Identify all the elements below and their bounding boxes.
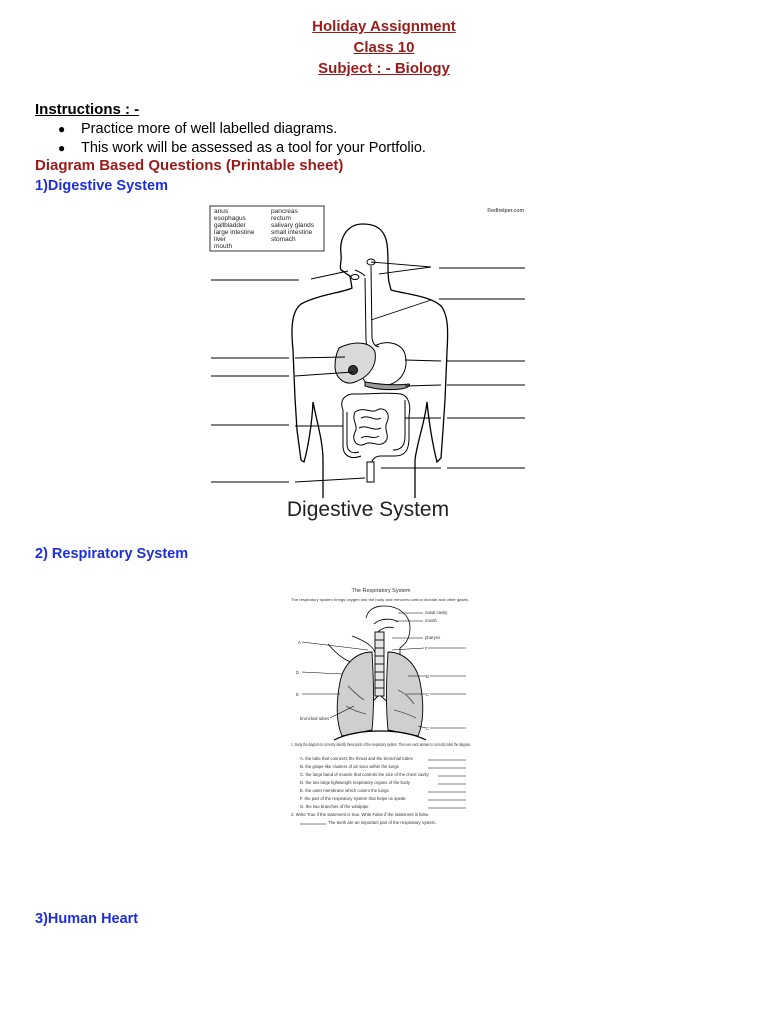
class-label: Class 10 [353,39,415,56]
label-nasal-cavity: nasal cavity [425,610,448,615]
question-item: F. the part of the respiratory system th… [300,796,406,801]
word-bank-item: esophagus [214,215,247,222]
label-pharynx: pharynx [425,635,441,640]
instruction-item: ●This work will be assessed as a tool fo… [58,140,426,156]
instructions-heading: Instructions : - [35,101,140,118]
assignment-title: Holiday Assignment [312,18,456,35]
label-g: C [426,692,429,697]
label-lines [211,261,525,483]
body-outline [291,223,449,498]
question-2-statement: The teeth are an important part of the r… [328,820,437,825]
label-d: D [296,670,299,675]
question-item: B. the grape-like clusters of air sacs w… [300,764,399,769]
question-1-text: 1. Study the diagram to correctly identi… [291,742,471,747]
respiratory-intro: The respiratory system brings oxygen int… [291,597,469,602]
subject-label: Subject : - Biology [318,60,450,77]
question-item: D. the two large lightweight respiratory… [300,780,411,785]
question-item: C. the large band of muscle that control… [300,772,430,777]
word-bank-item: rectum [271,215,291,222]
digestive-system-diagram: anus pancreas esophagus rectum gallbladd… [209,205,525,521]
label-bronchial-tubes: bronchial tubes [300,716,329,721]
word-bank-item: stomach [271,236,296,243]
word-bank-item: gallbladder [214,222,247,229]
respiratory-title: The Respiratory System [352,588,411,594]
label-f: F [425,646,428,651]
word-bank-item: liver [214,236,227,243]
label-a: A [298,640,301,645]
section-heading: Diagram Based Questions (Printable sheet… [35,157,344,174]
diagram-caption: Digestive System [287,498,449,521]
word-bank-box [209,205,325,252]
question-item: G. the two branches of the windpipe [300,804,369,809]
question-item: E. the outer membrane which covers the l… [300,788,389,793]
question-item: A. the tube that connects the throat and… [300,756,413,761]
word-bank-item: small intestine [271,229,313,236]
label-b: B [426,674,429,679]
question-3-title: 3)Human Heart [35,911,139,927]
label-c: C [426,726,429,731]
instruction-item: ●Practice more of well labelled diagrams… [58,121,338,137]
question-2-text: 2. Write True if the statement is true. … [291,812,429,817]
question-2-title: 2) Respiratory System [35,546,189,562]
word-bank-item: pancreas [271,208,298,215]
word-bank-item: large intestine [214,229,255,236]
word-bank-item: mouth [214,243,232,250]
answer-lines [300,759,466,825]
question-1-title: 1)Digestive System [35,178,168,194]
credit-text: ©edhelper.com [487,207,524,214]
label-e: E [296,692,299,697]
lungs [333,651,427,741]
bullet-icon: ● [58,122,66,136]
question-items: A. the tube that connects the throat and… [300,756,430,809]
word-bank-item: anus [214,208,229,215]
respiratory-label-lines [301,612,466,729]
bullet-icon: ● [58,141,66,155]
word-bank-item: salivary glands [271,222,315,229]
label-mouth: mouth [425,618,438,623]
respiratory-system-diagram: The Respiratory System The respiratory s… [291,588,471,825]
